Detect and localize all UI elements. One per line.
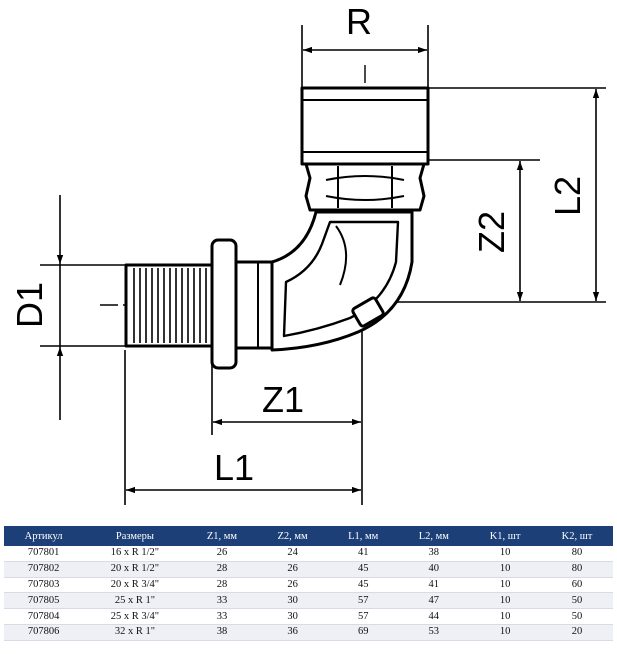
cell-z2: 36 xyxy=(287,626,298,638)
elbow-inner xyxy=(282,220,400,338)
cell-l1: 57 xyxy=(357,594,369,606)
cell-l1: 45 xyxy=(357,578,369,590)
label-l2: L2 xyxy=(547,176,588,216)
collar-step xyxy=(234,260,274,350)
cell-l2: 53 xyxy=(428,626,440,638)
cell-sizes: 25 x R 1" xyxy=(114,594,155,606)
outlet-stub xyxy=(351,296,385,328)
label-z2: Z2 xyxy=(471,211,512,253)
cell-l1: 69 xyxy=(357,626,369,638)
cell-k1: 10 xyxy=(499,578,511,590)
label-r: R xyxy=(346,1,372,42)
header-k1: K1, шт xyxy=(489,530,521,542)
cell-k1: 10 xyxy=(499,594,511,606)
hex-nut xyxy=(304,162,426,212)
cell-k1: 10 xyxy=(499,563,511,575)
header-k2: K2, шт xyxy=(561,530,593,542)
cell-z1: 33 xyxy=(216,594,228,606)
table-row: 707803 20 x R 3/4" 28 26 45 41 10 60 xyxy=(4,577,613,593)
cell-l1: 45 xyxy=(357,563,369,575)
header-l2: L2, мм xyxy=(418,530,449,542)
cell-sizes: 25 x R 3/4" xyxy=(110,610,160,622)
cell-z2: 26 xyxy=(287,563,298,575)
cell-k2: 80 xyxy=(571,563,583,575)
cell-l2: 47 xyxy=(428,594,440,606)
label-z1: Z1 xyxy=(262,379,304,420)
cell-sizes: 20 x R 3/4" xyxy=(110,578,160,590)
cell-z2: 30 xyxy=(287,594,298,606)
cell-sizes: 32 x R 1" xyxy=(114,626,155,638)
cell-z2: 26 xyxy=(287,578,298,590)
cell-k1: 10 xyxy=(499,547,511,559)
cell-article: 707805 xyxy=(27,594,60,606)
cell-article: 707804 xyxy=(27,610,60,622)
header-z2: Z2, мм xyxy=(277,530,308,542)
cell-l2: 38 xyxy=(428,547,440,559)
cell-article: 707806 xyxy=(27,626,60,638)
label-d1: D1 xyxy=(9,282,50,328)
cell-l2: 44 xyxy=(428,610,440,622)
header-article: Артикул xyxy=(24,530,63,542)
cell-k2: 80 xyxy=(571,547,583,559)
cell-k2: 50 xyxy=(571,610,583,622)
table-row: 707801 16 x R 1/2" 26 24 41 38 10 80 xyxy=(4,546,613,562)
cell-sizes: 16 x R 1/2" xyxy=(110,547,160,559)
header-z1: Z1, мм xyxy=(206,530,238,542)
cell-k1: 10 xyxy=(499,610,511,622)
cell-z2: 30 xyxy=(287,610,298,622)
table-header: Артикул Размеры Z1, мм Z2, мм L1, мм L2,… xyxy=(4,526,613,546)
fitting-drawing: R Z1 L1 L2 Z2 D1 xyxy=(9,1,606,505)
cell-l2: 40 xyxy=(428,563,440,575)
cell-sizes: 20 x R 1/2" xyxy=(110,563,160,575)
cell-z1: 26 xyxy=(216,547,228,559)
cell-k2: 50 xyxy=(571,594,583,606)
header-sizes: Размеры xyxy=(115,530,154,542)
cell-k2: 60 xyxy=(571,578,583,590)
cell-k2: 20 xyxy=(571,626,583,638)
ribbed-pipe xyxy=(124,263,214,348)
header-l1: L1, мм xyxy=(348,530,379,542)
pipe-ribs xyxy=(133,268,207,343)
label-l1: L1 xyxy=(214,447,254,488)
cell-z1: 28 xyxy=(216,563,228,575)
collar xyxy=(210,238,238,370)
table-row: 707802 20 x R 1/2" 28 26 45 40 10 80 xyxy=(4,561,613,578)
spec-table: Артикул Размеры Z1, мм Z2, мм L1, мм L2,… xyxy=(4,526,613,641)
cell-article: 707802 xyxy=(27,563,60,575)
table-row: 707805 25 x R 1" 33 30 57 47 10 50 xyxy=(4,592,613,609)
cell-l1: 41 xyxy=(357,547,369,559)
cell-l1: 57 xyxy=(357,610,369,622)
table-row: 707806 32 x R 1" 38 36 69 53 10 20 xyxy=(4,624,613,641)
cell-z1: 33 xyxy=(216,610,228,622)
cell-z1: 28 xyxy=(216,578,228,590)
cell-k1: 10 xyxy=(499,626,511,638)
cell-article: 707801 xyxy=(27,547,60,559)
dimension-lines xyxy=(56,46,600,494)
fitting-body xyxy=(124,86,430,370)
cell-l2: 41 xyxy=(428,578,440,590)
cell-article: 707803 xyxy=(27,578,60,590)
cell-z1: 38 xyxy=(216,626,228,638)
table-row: 707804 25 x R 3/4" 33 30 57 44 10 50 xyxy=(4,608,613,625)
cell-z2: 24 xyxy=(287,547,298,559)
